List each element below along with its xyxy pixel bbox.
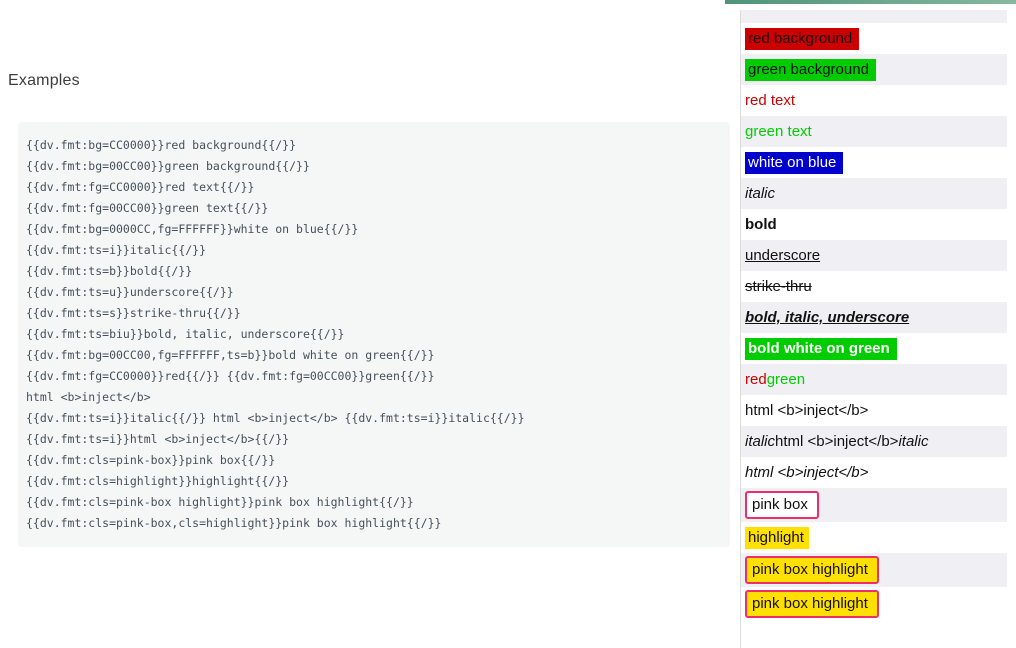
output-row: green text <box>741 116 1007 147</box>
formatted-text-segment: html <b>inject</b> <box>745 402 869 419</box>
output-row: pink box highlight <box>741 553 1007 587</box>
output-row: pink box highlight <box>741 587 1007 621</box>
output-spacer-row <box>741 10 1007 23</box>
output-row: bold <box>741 209 1007 240</box>
output-row: html <b>inject</b> <box>741 457 1007 488</box>
output-row: bold, italic, underscore <box>741 302 1007 333</box>
output-row: red background <box>741 23 1007 54</box>
formatted-text-segment: html <b>inject</b> <box>745 464 869 481</box>
formatted-text-segment: green <box>766 371 806 388</box>
formatted-text-segment: italic <box>745 185 776 202</box>
output-row: pink box <box>741 488 1007 522</box>
examples-heading: Examples <box>8 72 80 89</box>
formatted-text-segment: italic <box>745 433 776 450</box>
formatted-text-segment: red <box>745 371 767 388</box>
output-row: green background <box>741 54 1007 85</box>
formatted-text-segment: green text <box>745 123 812 140</box>
formatted-text-segment: green background <box>745 58 876 81</box>
output-row: red text <box>741 85 1007 116</box>
formatted-text-segment: italic <box>898 433 929 450</box>
panel-left-divider <box>740 10 741 648</box>
formatted-text-segment: bold white on green <box>745 337 897 360</box>
formatted-text-segment: pink box highlight <box>745 556 879 584</box>
rendered-output-panel: red background green background red text gr… <box>741 10 1007 621</box>
output-row: white on blue <box>741 147 1007 178</box>
output-row: underscore <box>741 240 1007 271</box>
formatted-text-segment: html <b>inject</b> <box>775 433 899 450</box>
output-row: highlight <box>741 522 1007 553</box>
panel-top-accent-bar <box>725 0 1016 4</box>
formatted-text-segment: red text <box>745 92 796 109</box>
formatted-text-segment: white on blue <box>745 151 844 174</box>
code-block: {{dv.fmt:bg=CC0000}}red background{{/}} … <box>18 122 730 547</box>
output-row: strike-thru <box>741 271 1007 302</box>
formatted-text-segment: highlight <box>745 526 809 549</box>
output-row: italic html <b>inject</b> italic <box>741 426 1007 457</box>
output-row: red green <box>741 364 1007 395</box>
formatted-text-segment: red background <box>745 27 860 50</box>
formatted-text-segment: underscore <box>745 247 821 264</box>
formatted-text-segment: strike-thru <box>745 278 812 295</box>
output-row: italic <box>741 178 1007 209</box>
code-content: {{dv.fmt:bg=CC0000}}red background{{/}} … <box>26 138 525 530</box>
output-row: bold white on green <box>741 333 1007 364</box>
formatted-text-segment: pink box highlight <box>745 590 879 618</box>
formatted-text-segment: bold <box>745 216 777 233</box>
formatted-text-segment: bold, italic, underscore <box>745 309 910 326</box>
formatted-text-segment: pink box <box>745 491 819 519</box>
output-row: html <b>inject</b> <box>741 395 1007 426</box>
